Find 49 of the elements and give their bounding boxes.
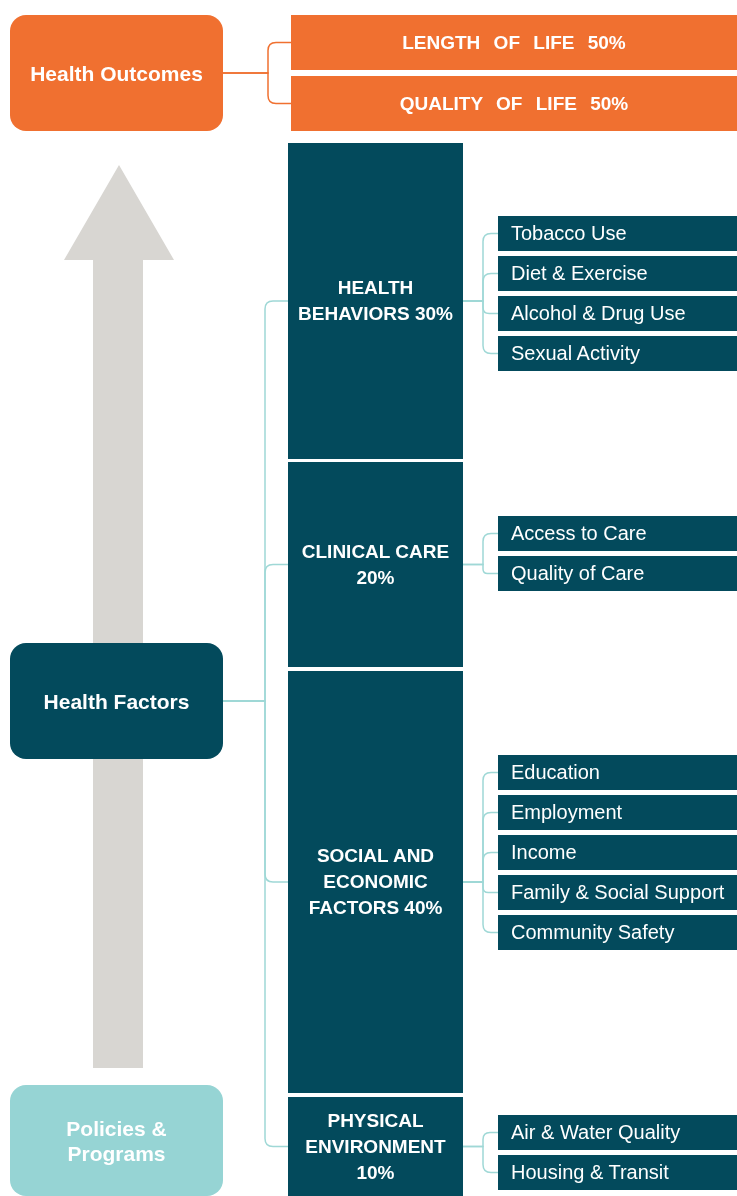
node-label: Community Safety: [511, 921, 675, 944]
node-label: Health Outcomes: [30, 60, 203, 86]
connector-line: [222, 72, 292, 105]
measure-bar: [498, 795, 737, 830]
node-label: Education: [511, 761, 600, 784]
node-label: Health Factors: [43, 688, 190, 714]
node-label: Alcohol & Drug Use: [511, 302, 686, 325]
factor-column: [288, 671, 463, 1093]
measure-bar: [498, 755, 737, 790]
node-label: QUALITY OF LIFE 50%: [399, 92, 629, 115]
factor-column: [288, 462, 463, 667]
measure-bar: [498, 556, 737, 591]
node-label: Housing & Transit: [511, 1161, 669, 1184]
node-label: SOCIAL AND ECONOMIC FACTORS 40%: [307, 844, 444, 920]
node-label: Access to Care: [511, 522, 647, 545]
measure-bar: [498, 296, 737, 331]
measure-bar: [498, 875, 737, 910]
node-label: Sexual Activity: [511, 342, 640, 365]
measure-bar: [498, 835, 737, 870]
node-label: Policies & Programs: [65, 1115, 168, 1166]
policy-box: [10, 1085, 223, 1196]
node-label: Air & Water Quality: [511, 1121, 681, 1144]
factor-column: [288, 1097, 463, 1196]
connector-line: [462, 300, 499, 355]
node-label: PHYSICAL ENVIRONMENT 10%: [304, 1108, 447, 1185]
node-label: HEALTH BEHAVIORS 30%: [298, 276, 453, 326]
measure-bar: [498, 336, 737, 371]
node-label: Tobacco Use: [511, 222, 627, 245]
measure-bar: [498, 516, 737, 551]
outcome-bar: [291, 15, 737, 70]
outcome-bar: [291, 76, 737, 131]
factor-box: [10, 643, 223, 759]
node-label: Quality of Care: [511, 562, 645, 585]
node-label: Income: [511, 841, 577, 864]
measure-bar: [498, 1115, 737, 1150]
factor-column: [288, 143, 463, 459]
outcome-box: [10, 15, 223, 131]
connector-line: [462, 881, 499, 934]
node-label: Family & Social Support: [511, 881, 725, 904]
node-label: LENGTH OF LIFE 50%: [402, 31, 626, 54]
node-label: CLINICAL CARE 20%: [300, 539, 451, 590]
connector-line: [462, 563, 499, 575]
node-label: Diet & Exercise: [511, 262, 648, 285]
measure-bar: [498, 915, 737, 950]
node-label: Employment: [511, 801, 623, 824]
connector-line: [462, 1145, 499, 1174]
measure-bar: [498, 1155, 737, 1190]
measure-bar: [498, 216, 737, 251]
measure-bar: [498, 256, 737, 291]
